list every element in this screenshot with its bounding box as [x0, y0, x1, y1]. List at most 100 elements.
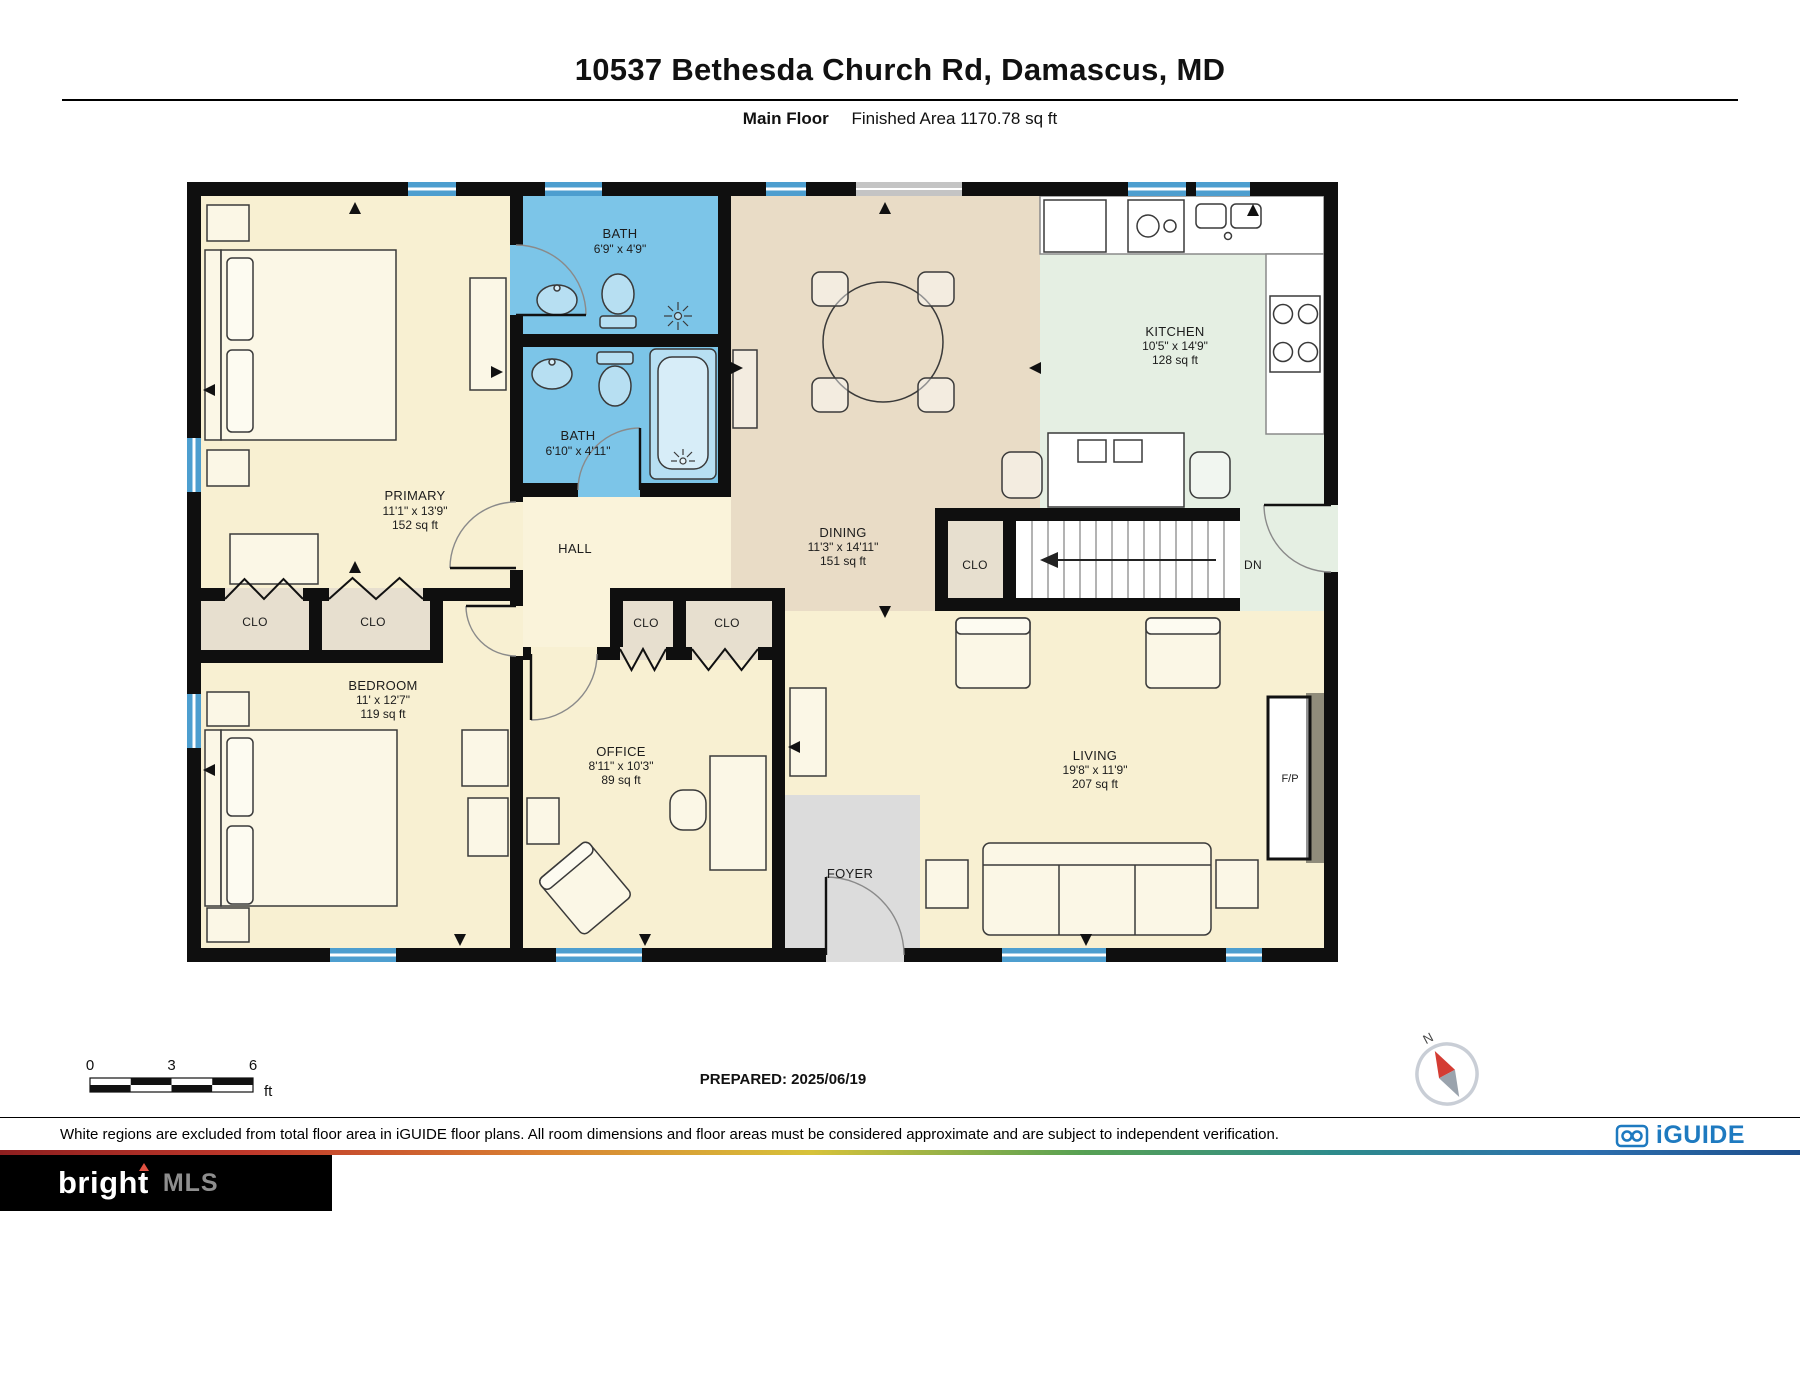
primary-bed: [204, 204, 397, 487]
dining-cabinet: [732, 349, 758, 429]
bath2-fixtures: [531, 348, 717, 480]
iguide-wordmark: iGUIDE: [1655, 1121, 1745, 1149]
fireplace-label: F/P: [1281, 773, 1298, 785]
office-label: OFFICE: [596, 744, 645, 759]
compass-icon: N: [1415, 1029, 1479, 1106]
closet5-fill: [948, 521, 1003, 598]
furniture-layer: [204, 195, 1338, 943]
bath1-fill: [523, 196, 718, 334]
disclaimer-text: White regions are excluded from total fl…: [60, 1126, 1279, 1143]
scale-tick-6: 6: [249, 1057, 257, 1074]
bar-stool-right: [1189, 451, 1231, 499]
sliding-door: [856, 182, 962, 196]
door-openings: [225, 245, 1338, 962]
kitchen-peninsula: [1001, 432, 1231, 508]
closet4-label: CLO: [714, 616, 740, 630]
kitchen-appliances: [1043, 199, 1321, 373]
desk-chair: [669, 789, 707, 831]
iguide-camera-icon: [1615, 1124, 1649, 1147]
living-area: 207 sq ft: [1072, 777, 1119, 791]
kitchen-label: KITCHEN: [1145, 324, 1204, 339]
bath2-label: BATH: [561, 428, 596, 443]
closet3-fill: [623, 601, 673, 647]
primary-bench: [229, 533, 319, 585]
closet3-label: CLO: [633, 616, 659, 630]
stove: [1269, 295, 1321, 373]
closet1-fill: [201, 601, 309, 650]
tub-faucet-icon: [671, 449, 695, 465]
office-furniture: [526, 755, 767, 935]
bedroom-furniture: [204, 691, 509, 943]
disclaimer-divider: [0, 1117, 1800, 1118]
title-divider: [62, 99, 1738, 101]
floor-subtitle: Main Floor Finished Area 1170.78 sq ft: [0, 109, 1800, 129]
primary-dresser: [469, 277, 507, 391]
hall-fill: [523, 497, 731, 601]
bathtub: [649, 348, 717, 480]
fridge: [1043, 199, 1107, 253]
room-labels: PRIMARY 11'1" x 13'9" 152 sq ft BATH 6'9…: [242, 226, 1298, 881]
office-side-table: [526, 797, 560, 845]
console-table: [789, 687, 827, 777]
prepared-date: PREPARED: 2025/06/19: [699, 1071, 867, 1088]
iguide-logo: iGUIDE: [1615, 1121, 1745, 1150]
bedroom-dresser: [467, 797, 509, 857]
living-label: LIVING: [1073, 748, 1117, 763]
hall-label: HALL: [558, 541, 592, 556]
scale-unit-label: ft: [264, 1083, 273, 1100]
bath1-dims: 6'9" x 4'9": [594, 242, 646, 256]
end-table-right: [1215, 859, 1259, 909]
office-area: 89 sq ft: [601, 773, 641, 787]
dining-label: DINING: [819, 525, 866, 540]
bifold-closet-doors: [224, 576, 759, 673]
bedroom-label: BEDROOM: [348, 678, 417, 693]
foyer-label: FOYER: [827, 866, 873, 881]
living-furniture: [789, 617, 1259, 936]
sink-basin-left: [1195, 203, 1227, 229]
fireplace: [1266, 693, 1338, 863]
scale-bar: 0 3 6 ft: [86, 1057, 273, 1100]
primary-dims: 11'1" x 13'9": [383, 504, 448, 518]
primary-area: 152 sq ft: [392, 518, 439, 532]
bedroom-area: 119 sq ft: [360, 707, 406, 721]
bar-stool-left: [1001, 451, 1043, 499]
end-table-left: [925, 859, 969, 909]
finished-area-label: Finished Area 1170.78 sq ft: [851, 109, 1058, 128]
closet4-fill: [686, 601, 772, 647]
lounge-chair: [539, 841, 631, 935]
stairs-direction-arrow: [1040, 552, 1216, 568]
living-dims: 19'8" x 11'9": [1063, 763, 1128, 777]
dining-table-set: [732, 271, 955, 429]
dining-dims: 11'3" x 14'11": [808, 540, 879, 554]
bath1-fixtures: [536, 273, 692, 330]
office-fill: [523, 660, 772, 948]
bedroom-dims: 11' x 12'7": [356, 693, 410, 707]
closet5-label: CLO: [962, 558, 988, 572]
bath1-light-icon: [664, 302, 692, 330]
mls-suffix: MLS: [162, 1168, 219, 1197]
bath2-dims: 6'10" x 4'11": [546, 444, 611, 458]
compass-needle-south: [1439, 1069, 1460, 1097]
mls-brand-bar: bright MLS: [0, 1155, 332, 1211]
door-swings: [224, 244, 1332, 956]
compass-needle-north: [1434, 1051, 1455, 1079]
office-dims: 8'11" x 10'3": [589, 759, 654, 773]
closet1-label: CLO: [242, 615, 268, 629]
windows: [187, 182, 1262, 962]
mls-brand-accent-icon: [138, 1163, 149, 1171]
brand-gradient-stripe: [0, 1150, 1800, 1155]
floor-label: Main Floor: [742, 109, 829, 128]
kitchen-area: 128 sq ft: [1152, 353, 1199, 367]
page-title: 10537 Bethesda Church Rd, Damascus, MD: [574, 52, 1226, 87]
closet2-label: CLO: [360, 615, 386, 629]
mls-brand-wordmark: bright: [58, 1165, 149, 1200]
scale-tick-3: 3: [167, 1057, 175, 1074]
dining-area: 151 sq ft: [820, 554, 867, 568]
primary-label: PRIMARY: [384, 488, 445, 503]
desk: [709, 755, 767, 871]
kitchen-dims: 10'5" x 14'9": [1142, 339, 1208, 353]
scale-tick-0: 0: [86, 1057, 94, 1074]
bath1-label: BATH: [603, 226, 638, 241]
